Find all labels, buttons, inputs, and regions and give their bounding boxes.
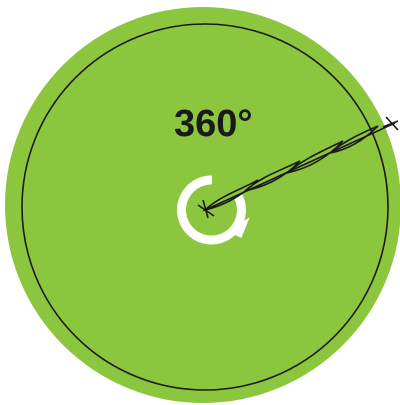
green-disc bbox=[5, 7, 400, 403]
angle-label: 360° bbox=[174, 103, 253, 145]
